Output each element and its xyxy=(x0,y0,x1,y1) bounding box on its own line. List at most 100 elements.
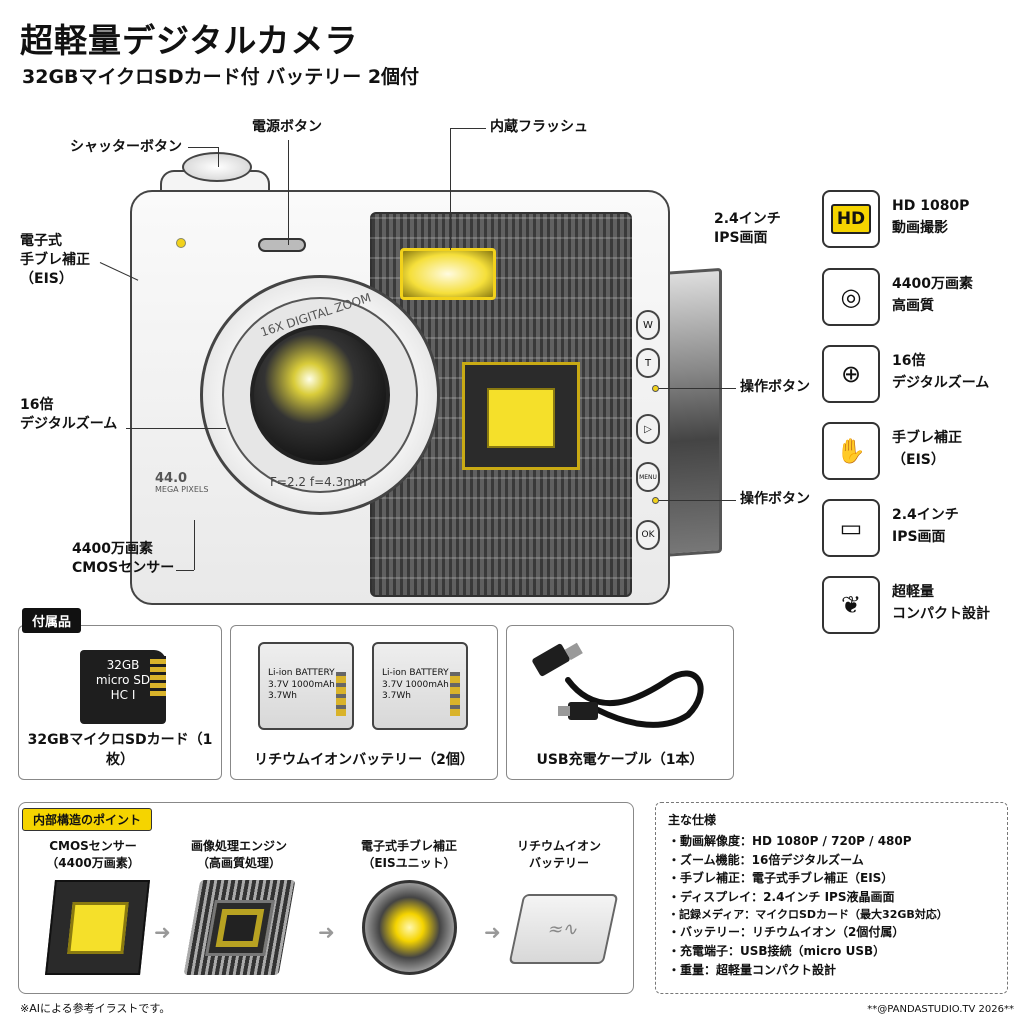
callout-dot-ops-1 xyxy=(652,385,659,392)
monitor-icon: ▭ xyxy=(822,499,880,557)
feature-44mp: ◎ 4400万画素高画質 xyxy=(822,268,1022,326)
battery-illustration-1: Li-ion BATTERY 3.7V 1000mAh 3.7Wh xyxy=(258,642,354,730)
callout-zoom: 16倍 デジタルズーム xyxy=(20,396,117,434)
sensor-dots-icon: ◎ xyxy=(822,268,880,326)
callout-line-ops-2 xyxy=(658,500,736,501)
power-button-illustration xyxy=(258,238,306,252)
spec-line: ・動画解像度：HD 1080P / 720P / 480P xyxy=(668,834,912,848)
callout-ops-2: 操作ボタン xyxy=(740,491,810,507)
internal-structure-card xyxy=(18,802,634,994)
feature-line1: 16倍 xyxy=(892,353,926,369)
sd-card-class: HC I xyxy=(110,688,136,702)
callout-sensor-line1: 4400万画素 xyxy=(72,541,153,557)
cmos-sensor-illustration xyxy=(487,388,555,448)
lithium-battery-pack: ≈∿ xyxy=(508,894,619,964)
callout-eis-line3: （EIS） xyxy=(20,270,73,287)
spec-line: ・ディスプレイ：2.4インチ IPS液晶画面 xyxy=(668,889,895,904)
callout-line-sensor-v xyxy=(194,520,195,570)
specifications-card: 主な仕様 ・動画解像度：HD 1080P / 720P / 480P ・ズーム機… xyxy=(655,802,1008,994)
internal-structure-label: 内部構造のポイント xyxy=(22,808,153,831)
arrow-right-icon: ➜ xyxy=(484,920,501,944)
callout-ops-1: 操作ボタン xyxy=(740,379,810,395)
accessory-cable-caption: USB充電ケーブル（1本） xyxy=(536,752,704,768)
battery-illustration-2: Li-ion BATTERY 3.7V 1000mAh 3.7Wh xyxy=(372,642,468,730)
structure-caption-engine: 画像処理エンジン（高画質処理） xyxy=(190,839,287,871)
page-subtitle: 32GBマイクロSDカード付 バッテリー 2個付 xyxy=(22,66,420,88)
cmos-sensor-chip xyxy=(45,880,150,975)
structure-caption-cmos: CMOSセンサー（4400万画素） xyxy=(46,839,140,871)
shutter-button-illustration xyxy=(182,152,252,182)
structure-caption-eis: 電子式手ブレ補正（EISユニット） xyxy=(360,839,457,871)
feature-line2: （EIS） xyxy=(892,451,945,468)
page-title: 超軽量デジタルカメラ xyxy=(20,21,359,60)
feature-line1: 超軽量 xyxy=(892,584,934,600)
spec-line: ・記録メディア：マイクロSDカード（最大32GB対応） xyxy=(668,908,948,922)
credit-text: **@PANDASTUDIO.TV 2026** xyxy=(867,1004,1014,1015)
battery-terminal xyxy=(450,672,460,716)
battery-capacity: 3.7V 1000mAh xyxy=(382,679,449,690)
hd-icon: HD xyxy=(822,190,880,248)
feature-line2: 動画撮影 xyxy=(892,219,948,236)
ai-illustration-note: ※AIによる参考イラストです。 xyxy=(20,1002,171,1015)
callout-screen: 2.4インチ IPS画面 xyxy=(714,210,781,248)
callout-sensor-line2: CMOSセンサー xyxy=(72,559,175,576)
spec-line: ・バッテリー：リチウムイオン（2個付属） xyxy=(668,925,905,940)
feature-line2: 高画質 xyxy=(892,297,934,314)
callout-screen-line1: 2.4インチ xyxy=(714,211,781,227)
feature-line2: IPS画面 xyxy=(892,528,946,545)
feature-line1: HD 1080P xyxy=(892,198,970,214)
callout-line-zoom xyxy=(126,428,226,429)
accessories-label: 付属品 xyxy=(22,608,82,633)
image-processor-chip xyxy=(183,880,296,975)
accessory-sd-caption: 32GBマイクロSDカード（1枚） xyxy=(27,732,213,768)
megapixel-badge: 44.0 MEGA PIXELS xyxy=(155,471,209,495)
battery-energy: 3.7Wh xyxy=(382,691,411,702)
sd-card-pins xyxy=(150,656,166,696)
callout-eis-line2: 手ブレ補正 xyxy=(20,251,90,268)
callout-flash: 内蔵フラッシュ xyxy=(490,119,588,135)
feature-lightweight: ❦ 超軽量コンパクト設計 xyxy=(822,576,1022,634)
side-button-menu: MENU xyxy=(636,462,660,492)
sd-card-type: micro SD xyxy=(95,673,151,687)
feature-line1: 手ブレ補正 xyxy=(892,430,962,446)
feature-eis: ✋ 手ブレ補正 （EIS） xyxy=(822,422,1022,480)
callout-screen-line2: IPS画面 xyxy=(714,229,768,246)
arrow-right-icon: ➜ xyxy=(318,920,335,944)
battery-capacity: 3.7V 1000mAh xyxy=(268,679,335,690)
battery-terminal xyxy=(336,672,346,716)
feature-line2: デジタルズーム xyxy=(892,374,990,391)
side-button-w: W xyxy=(636,310,660,340)
spec-line: ・重量：超軽量コンパクト設計 xyxy=(668,962,837,977)
megapixel-label: MEGA PIXELS xyxy=(155,485,209,495)
spec-line: ・ズーム機能：16倍デジタルズーム xyxy=(668,852,864,867)
callout-shutter: シャッターボタン xyxy=(70,139,182,155)
battery-type: Li-ion BATTERY xyxy=(382,668,449,678)
callout-line-power xyxy=(288,140,289,245)
callout-line-shutter xyxy=(188,147,218,148)
callout-eis-line1: 電子式 xyxy=(20,233,62,249)
callout-sensor: 4400万画素 CMOSセンサー xyxy=(72,540,174,578)
sd-card-capacity: 32GB xyxy=(106,658,140,672)
flash-illustration xyxy=(400,248,496,300)
feature-hd-1080p: HD HD 1080P 動画撮影 xyxy=(822,190,1022,248)
callout-line-sensor xyxy=(176,570,194,571)
callout-eis: 電子式 手ブレ補正 （EIS） xyxy=(20,232,90,289)
lens-spec-text: F=2.2 f=4.3mm xyxy=(270,475,367,489)
accessory-battery-caption: リチウムイオンバッテリー（2個） xyxy=(254,752,474,768)
usb-cable-illustration xyxy=(532,642,704,728)
battery-type: Li-ion BATTERY xyxy=(268,668,335,678)
camera-illustration: 16X DIGITAL ZOOM F=2.2 f=4.3mm 44.0 MEGA… xyxy=(0,100,820,610)
callout-zoom-line1: 16倍 xyxy=(20,397,54,413)
callout-line-flash xyxy=(450,128,486,129)
callout-line-flash-v xyxy=(450,128,451,250)
callout-line-shutter-v xyxy=(218,147,219,167)
spec-line: ・充電端子：USB接続（micro USB） xyxy=(668,944,886,959)
eis-indicator-led xyxy=(176,238,186,248)
side-button-t: T xyxy=(636,348,660,378)
zoom-magnifier-icon: ⊕ xyxy=(822,345,880,403)
callout-dot-ops-2 xyxy=(652,497,659,504)
side-button-ok: OK xyxy=(636,520,660,550)
handshake-icon: ✋ xyxy=(822,422,880,480)
megapixel-value: 44.0 xyxy=(155,471,188,486)
